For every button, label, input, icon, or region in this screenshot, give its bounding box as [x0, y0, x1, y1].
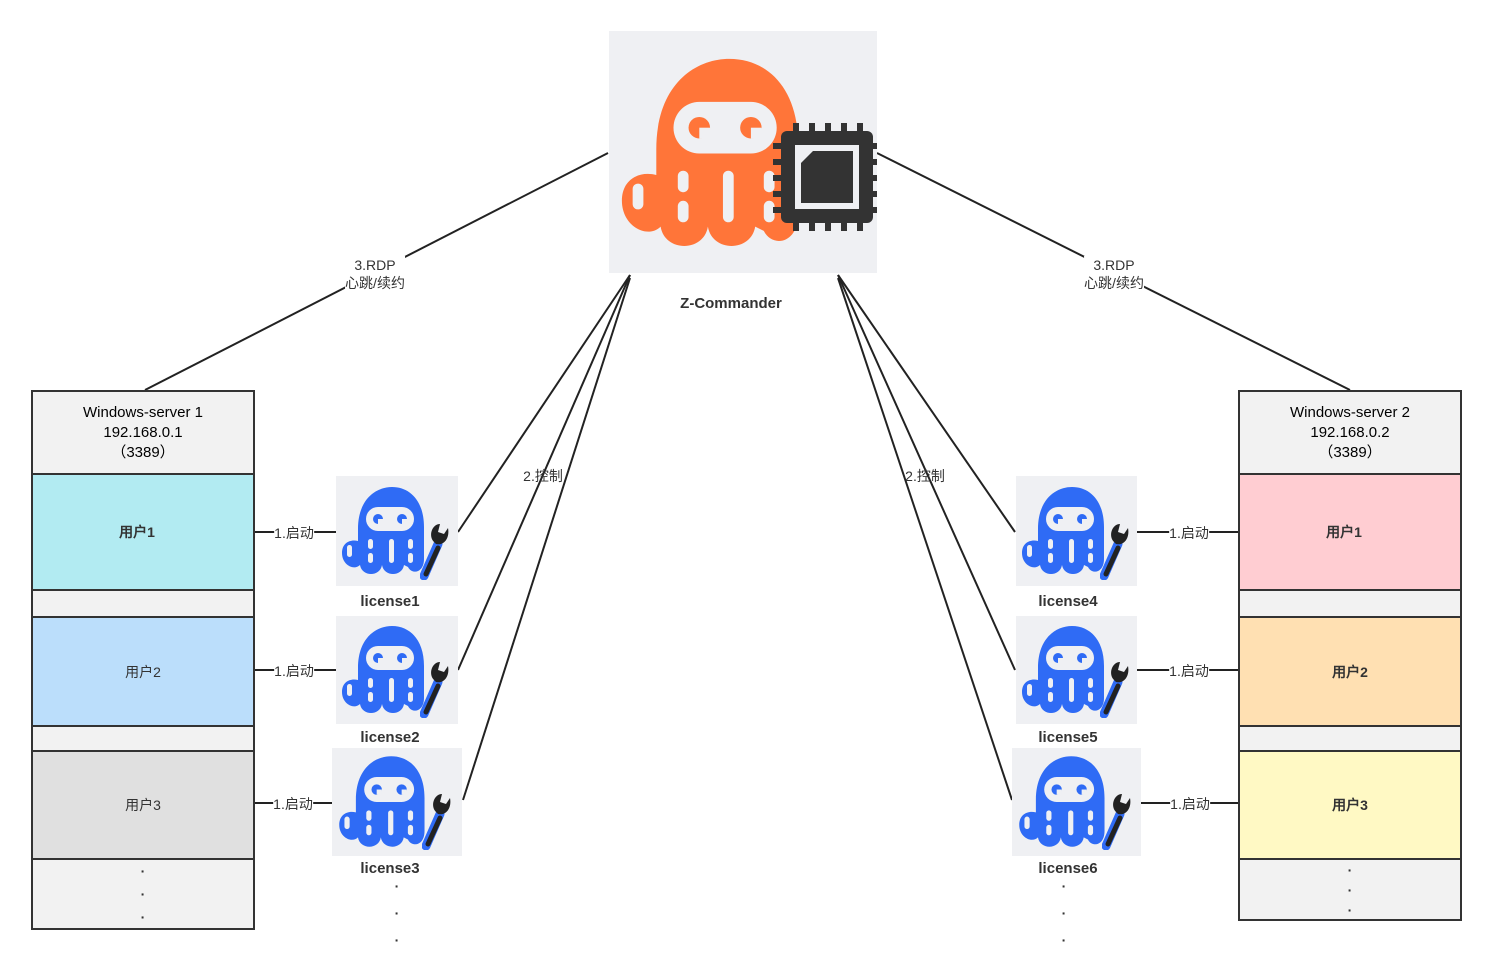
launch-label: 1.启动	[274, 524, 314, 542]
control-line-license6	[837, 277, 1013, 801]
control-line-license2	[457, 274, 631, 671]
divider	[33, 727, 253, 752]
server-name: Windows-server 2	[1289, 403, 1411, 421]
license1-icon	[336, 476, 458, 586]
chip-icon	[773, 123, 877, 231]
server-port: （3389）	[1318, 443, 1382, 461]
more-licenses-ellipsis: ···	[1061, 878, 1067, 948]
license2-icon	[336, 616, 458, 724]
user-3-session: 用户3	[33, 752, 253, 860]
user-1-session: 用户1	[33, 475, 253, 591]
control-line-license3	[462, 277, 631, 801]
z-commander-label: Z-Commander	[680, 295, 782, 312]
license4-icon	[1016, 476, 1137, 586]
windows-server-1: Windows-server 1 192.168.0.1 （3389） 用户1 …	[31, 390, 255, 930]
license3-label: license3	[360, 860, 420, 877]
license3-icon	[332, 748, 462, 856]
octopus-chip-icon	[621, 58, 877, 246]
server-ip: 192.168.0.2	[1310, 423, 1390, 441]
server-name: Windows-server 1	[82, 403, 204, 421]
control-line-license4	[837, 274, 1016, 533]
launch-label: 1.启动	[1169, 662, 1209, 680]
license2-label: license2	[360, 729, 420, 746]
launch-label: 1.启动	[1170, 795, 1210, 813]
launch-label: 1.启动	[1169, 524, 1209, 542]
control-label-right: 2.控制	[905, 468, 945, 484]
z-commander-logo	[609, 31, 877, 273]
license1-label: license1	[360, 593, 420, 610]
control-line-license1	[457, 274, 631, 533]
user-2-session: 用户2	[33, 618, 253, 727]
server-header: Windows-server 1 192.168.0.1 （3389）	[33, 392, 253, 475]
control-label-left: 2.控制	[523, 468, 563, 484]
license6-label: license6	[1038, 860, 1098, 877]
launch-label: 1.启动	[273, 795, 313, 813]
license5-label: license5	[1038, 729, 1098, 746]
windows-server-2: Windows-server 2 192.168.0.2 （3389） 用户1 …	[1238, 390, 1462, 921]
user-2-session: 用户2	[1240, 618, 1460, 727]
more-users-ellipsis: ···	[1347, 862, 1353, 918]
user-1-session: 用户1	[1240, 475, 1460, 591]
server-port: （3389）	[111, 443, 175, 461]
control-line-license5	[837, 274, 1016, 671]
more-users-ellipsis: ···	[140, 863, 146, 925]
divider	[1240, 727, 1460, 752]
more-licenses-ellipsis: ···	[394, 878, 400, 948]
server-ip: 192.168.0.1	[103, 423, 183, 441]
launch-label: 1.启动	[274, 662, 314, 680]
server-header: Windows-server 2 192.168.0.2 （3389）	[1240, 392, 1460, 475]
license4-label: license4	[1038, 593, 1098, 610]
divider	[1240, 591, 1460, 618]
divider	[33, 591, 253, 618]
user-3-session: 用户3	[1240, 752, 1460, 860]
license6-icon	[1012, 748, 1141, 856]
license5-icon	[1016, 616, 1137, 724]
